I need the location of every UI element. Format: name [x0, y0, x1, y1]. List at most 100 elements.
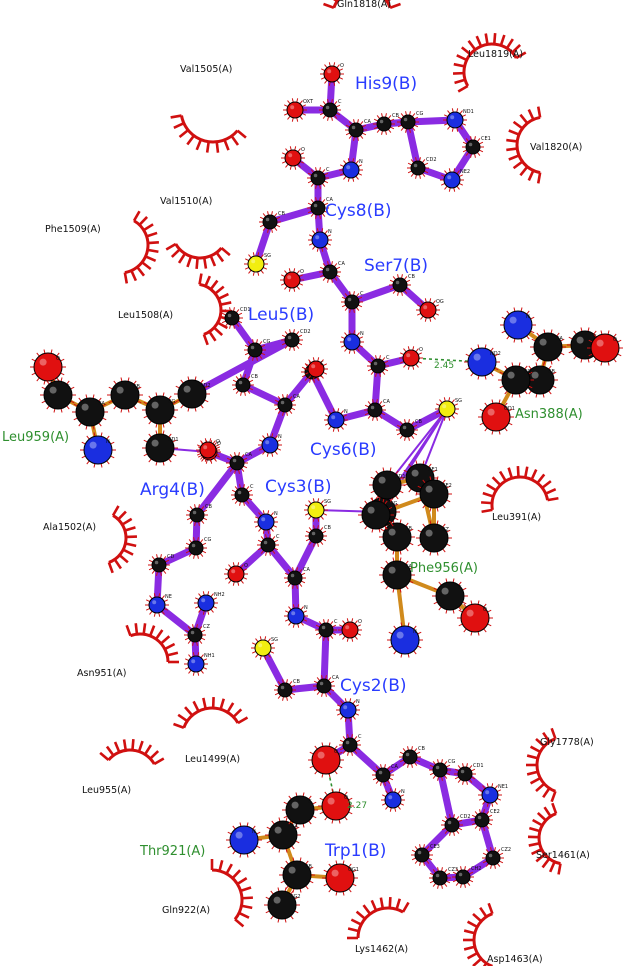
atom-halo — [440, 174, 446, 177]
atom-halo — [229, 468, 234, 472]
atom-halo — [370, 476, 375, 480]
atom-halo — [381, 113, 383, 118]
arc-spike — [220, 247, 231, 257]
atom-halo — [381, 357, 386, 361]
atom-halo — [336, 104, 341, 108]
atom-halo — [324, 414, 330, 417]
arc-spike — [177, 713, 188, 723]
atom-halo — [443, 114, 449, 117]
atom-highlight — [311, 531, 316, 536]
atom-halo — [148, 433, 152, 438]
arc-spike — [125, 624, 132, 637]
atom-halo — [203, 517, 208, 521]
atom-halo — [392, 557, 395, 562]
atom-halo — [580, 327, 583, 332]
atom-r4_ca — [226, 452, 248, 474]
atom-halo — [484, 344, 487, 349]
atom-halo — [202, 542, 207, 546]
atom-h_ca — [345, 119, 367, 141]
atom-highlight — [417, 850, 422, 855]
atom-halo — [240, 564, 244, 569]
atom-halo — [355, 293, 360, 297]
atom-highlight — [487, 408, 495, 416]
arc-spike — [173, 722, 185, 729]
atom-highlight — [435, 765, 440, 770]
atom-halo — [240, 454, 245, 458]
atom-halo — [339, 164, 345, 167]
atom-halo — [405, 585, 409, 590]
atom-label: CD — [167, 554, 174, 560]
atom-ball — [419, 301, 437, 319]
arc-spike — [508, 129, 520, 136]
atom-halo — [420, 315, 424, 320]
atom-halo — [390, 497, 394, 502]
atom-label: N — [304, 605, 308, 611]
atom-halo — [336, 274, 341, 278]
atom-highlight — [468, 142, 473, 147]
atom-halo — [161, 610, 165, 615]
atom-label: CD2 — [200, 383, 211, 389]
atom-halo — [252, 825, 256, 830]
atom-ball — [75, 397, 105, 427]
atom-halo — [81, 441, 86, 445]
arc-spike — [111, 505, 120, 517]
atom-halo — [280, 880, 285, 884]
atom-halo — [462, 780, 464, 785]
atom-halo — [338, 68, 344, 71]
atom-halo — [234, 452, 236, 457]
atom-halo — [283, 801, 288, 805]
atom-halo — [244, 374, 246, 379]
atom-halo — [168, 433, 172, 438]
atom-halo — [312, 815, 317, 819]
atom-highlight — [373, 361, 378, 366]
atom-label: N — [344, 409, 348, 415]
atom-halo — [416, 751, 421, 755]
atom-halo — [463, 603, 467, 608]
atom-halo — [322, 363, 328, 366]
atom-halo — [288, 410, 293, 414]
atom-halo — [333, 62, 336, 67]
atom-highlight — [378, 476, 386, 484]
atom-halo — [451, 127, 454, 132]
atom-halo — [407, 622, 410, 627]
atom-ball — [177, 379, 207, 409]
atom-halo — [86, 435, 90, 440]
atom-th_c — [282, 792, 318, 828]
atom-halo — [312, 245, 316, 250]
atom-label: CE2 — [490, 809, 500, 815]
atom-c3_o — [224, 562, 248, 586]
hydrophobic-arcs — [99, 0, 562, 966]
atom-halo — [471, 822, 476, 826]
atom-halo — [453, 831, 455, 836]
atom-halo — [454, 768, 459, 772]
atom-highlight — [201, 598, 206, 603]
hydrophobic-residue-label-leu1819: Leu1819(A) — [468, 49, 523, 60]
atom-halo — [380, 781, 382, 786]
atom-label: CG — [416, 111, 423, 117]
atom-halo — [438, 606, 442, 611]
atom-halo — [291, 117, 294, 122]
atom-halo — [504, 427, 508, 432]
atom-halo — [301, 113, 307, 116]
arc-spike — [475, 35, 483, 47]
atom-halo — [276, 439, 282, 442]
atom-halo — [499, 385, 504, 389]
hydrophobic-arc-lys1462 — [347, 896, 410, 940]
atom-label: OG — [436, 299, 444, 305]
arc-spike — [535, 782, 546, 793]
atom-halo — [244, 391, 246, 396]
atom-halo — [302, 792, 305, 797]
atom-halo — [285, 148, 289, 153]
atom-halo — [202, 658, 208, 661]
atom-halo — [474, 153, 476, 158]
atom-halo — [332, 624, 337, 628]
arc-spike — [463, 929, 476, 935]
atom-halo — [291, 98, 294, 103]
atom-label: O — [217, 441, 221, 447]
atom-halo — [410, 159, 415, 163]
atom-halo — [331, 819, 334, 824]
atom-halo — [239, 853, 242, 858]
atom-halo — [319, 541, 324, 545]
atom-halo — [462, 141, 467, 145]
ligand-label-arg4: Arg4(B) — [140, 480, 205, 500]
